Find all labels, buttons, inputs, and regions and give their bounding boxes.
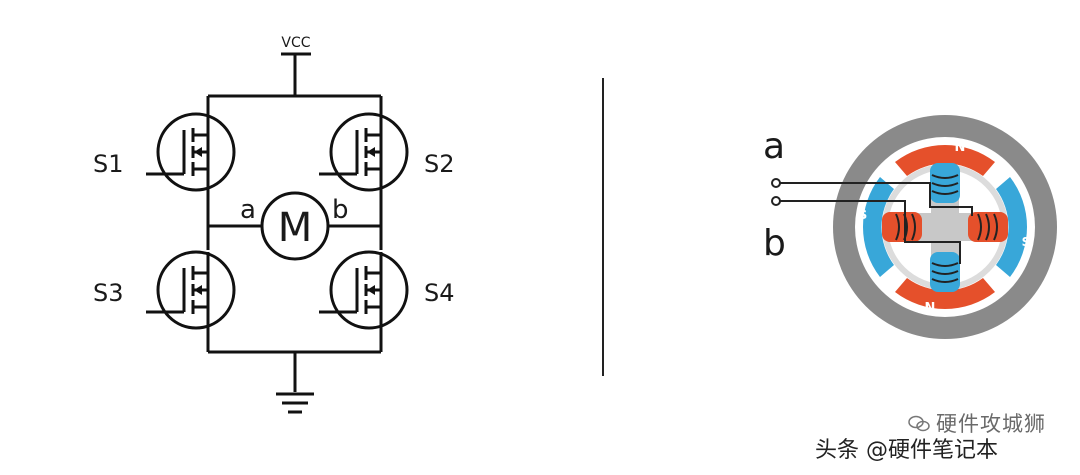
stator-pole-north-bottom [895, 278, 995, 310]
wechat-icon [908, 415, 930, 432]
pole-label-left: S [859, 208, 868, 222]
mosfet-s3 [144, 250, 236, 330]
vcc-label: VCC [281, 35, 310, 51]
watermark-account: 硬件攻城狮 [908, 408, 1046, 438]
motor-symbol [260, 191, 330, 261]
switch-label-s3: S3 [93, 279, 124, 307]
coil-wire-b [845, 200, 961, 264]
stepper-terminals [771, 178, 848, 206]
pole-label-right: S [1022, 235, 1031, 249]
switch-label-s1: S1 [93, 150, 124, 178]
motor-label: M [278, 205, 313, 251]
watermark-source: 头条 @硬件笔记本 [815, 438, 998, 463]
node-label-a: a [240, 195, 256, 225]
pole-label-bottom: N [925, 301, 936, 316]
pole-label-top: N [955, 140, 966, 155]
coil-wire-a [845, 182, 973, 216]
stator-pole-south-right [996, 177, 1028, 277]
node-label-b: b [332, 195, 349, 225]
rotor-magnet-left [882, 212, 922, 242]
watermark-account-text: 硬件攻城狮 [936, 412, 1046, 436]
terminal-b-dot [771, 196, 781, 206]
stator-pole-north-top [895, 144, 995, 176]
stepper-motor: N N S S [833, 115, 1057, 339]
h-bridge-circuit [206, 52, 383, 414]
mosfet-s2 [317, 112, 409, 192]
mosfet-s4 [317, 250, 409, 330]
switch-label-s2: S2 [424, 150, 455, 178]
terminal-a-dot [771, 178, 781, 188]
switch-label-s4: S4 [424, 279, 455, 307]
mosfet-s1 [144, 112, 236, 192]
terminal-label-b: b [763, 223, 786, 264]
terminal-label-a: a [763, 126, 785, 167]
